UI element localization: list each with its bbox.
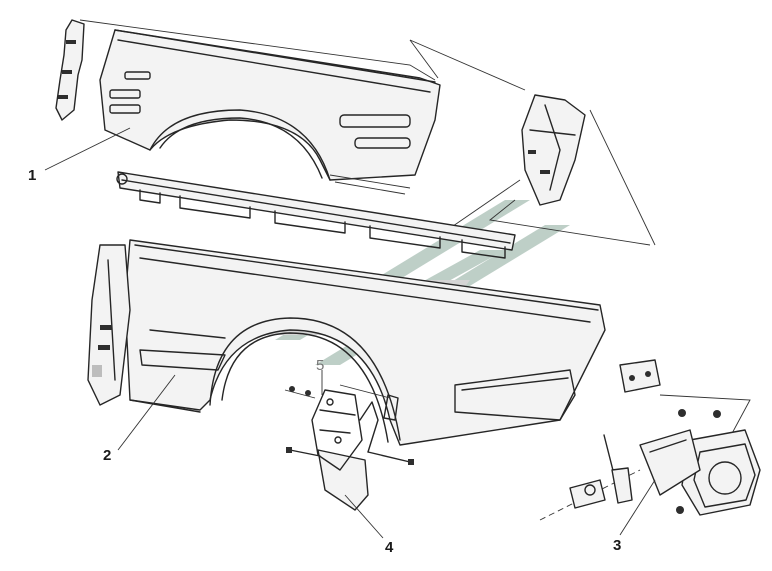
guide-line	[488, 199, 651, 246]
middle-rail	[116, 171, 516, 259]
guide-line	[589, 109, 656, 246]
bracket-with-rod	[569, 434, 633, 509]
part-4-fuel-flap	[286, 389, 414, 511]
callout-1: 1	[28, 167, 36, 184]
callout-4: 4	[385, 539, 394, 556]
guide-line	[79, 19, 436, 81]
callout-2: 2	[103, 447, 111, 464]
part-5-hinge-spring	[284, 384, 399, 453]
part-3-lamp-housing	[619, 359, 761, 516]
upper-left-bracket	[55, 19, 85, 121]
leader-lines	[44, 127, 656, 539]
part-1-upper-panel	[99, 29, 441, 195]
callout-3: 3	[613, 537, 621, 554]
guide-line	[539, 469, 641, 521]
callout-5: 5	[316, 357, 324, 374]
upper-right-bracket	[521, 94, 586, 206]
guide-line	[409, 39, 526, 91]
left-pillar	[87, 244, 131, 406]
guide-line	[409, 39, 439, 79]
part-2-rear-wing	[124, 239, 606, 446]
